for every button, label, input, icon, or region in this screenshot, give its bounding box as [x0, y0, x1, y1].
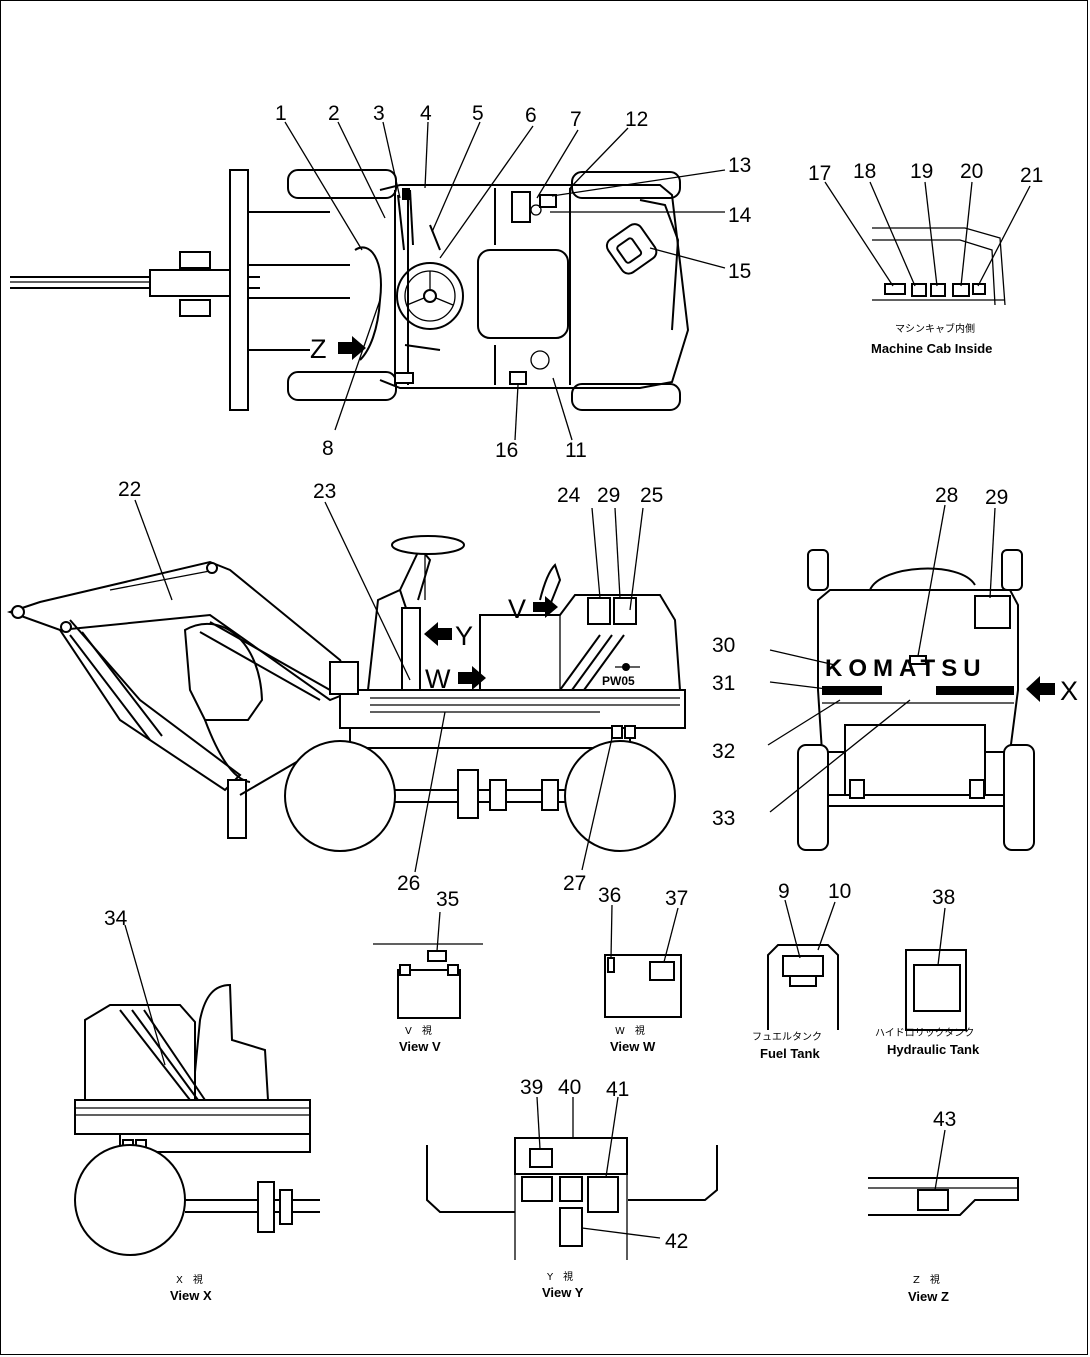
callout-43: 43	[933, 1108, 956, 1131]
callout-41: 41	[606, 1078, 629, 1101]
callout-28: 28	[935, 484, 958, 507]
callout-25: 25	[640, 484, 663, 507]
caption-view-y-jp: Y 視	[546, 1270, 573, 1283]
view-arrow-v-label: V	[508, 594, 526, 624]
callout-14: 14	[728, 204, 752, 227]
callout-18: 18	[853, 160, 876, 183]
callout-22: 22	[118, 478, 141, 501]
view-arrow-z-label: Z	[310, 334, 327, 364]
cab-inside-detail	[824, 181, 1031, 306]
rear-view-leaders	[767, 504, 996, 813]
caption-view-x-jp: X 視	[176, 1273, 203, 1286]
caption-cab: Machine Cab Inside	[871, 341, 992, 356]
hydraulic-tank-detail	[905, 907, 967, 1031]
callout-21: 21	[1020, 164, 1043, 187]
caption-hyd-jp: ハイドロリックタンク	[875, 1027, 974, 1039]
view-v-detail	[373, 911, 483, 1019]
callout-7: 7	[570, 108, 582, 131]
caption-cab-jp: マシンキャブ内側	[895, 322, 975, 335]
caption-view-w-jp: W 視	[615, 1024, 645, 1037]
callout-30: 30	[712, 634, 735, 657]
caption-view-y: View Y	[542, 1285, 584, 1300]
view-arrow-v: V	[508, 594, 558, 624]
view-y-detail	[426, 1096, 718, 1260]
callout-32: 32	[712, 740, 735, 763]
view-arrow-y-label: Y	[455, 621, 473, 651]
callout-27: 27	[563, 872, 586, 895]
callout-26: 26	[397, 872, 420, 895]
callout-15: 15	[728, 260, 751, 283]
callout-6: 6	[525, 104, 537, 127]
callout-36: 36	[598, 884, 621, 907]
callout-33: 33	[712, 807, 735, 830]
view-x-detail	[74, 924, 320, 1256]
callout-3: 3	[373, 102, 385, 125]
callout-39: 39	[520, 1076, 543, 1099]
caption-view-w: View W	[610, 1039, 656, 1054]
caption-hyd: Hydraulic Tank	[887, 1042, 980, 1057]
callout-10: 10	[828, 880, 851, 903]
side-view-leaders	[134, 499, 644, 873]
callout-29-rear: 29	[985, 486, 1008, 509]
callout-4: 4	[420, 102, 432, 125]
callout-8: 8	[322, 437, 334, 460]
view-arrow-x-label: X	[1060, 676, 1078, 706]
caption-view-z-jp: Z 視	[913, 1273, 940, 1286]
callout-17: 17	[808, 162, 831, 185]
view-arrow-z: Z	[310, 334, 366, 364]
callout-2: 2	[328, 102, 340, 125]
caption-fuel: Fuel Tank	[760, 1046, 820, 1061]
view-z-detail	[868, 1129, 1019, 1216]
side-model-label: PW05	[602, 674, 635, 688]
callout-1: 1	[275, 102, 287, 125]
callout-38: 38	[932, 886, 955, 909]
callout-5: 5	[472, 102, 484, 125]
callout-19: 19	[910, 160, 933, 183]
view-w-detail	[604, 904, 682, 1018]
top-view-machine	[10, 169, 690, 411]
side-view-machine: PW05	[6, 535, 686, 852]
callout-9: 9	[778, 880, 790, 903]
callout-29-side: 29	[597, 484, 620, 507]
fuel-tank-detail	[767, 899, 839, 1030]
view-arrow-x: X	[1026, 676, 1078, 706]
rear-view-machine: KOMATSU	[797, 549, 1035, 851]
caption-view-x: View X	[170, 1288, 212, 1303]
view-arrow-w: W	[425, 664, 486, 694]
callout-34: 34	[104, 907, 128, 930]
callout-13: 13	[728, 154, 751, 177]
top-view-leaders	[284, 121, 726, 441]
callout-24: 24	[557, 484, 581, 507]
callout-35: 35	[436, 888, 459, 911]
callout-11: 11	[565, 439, 587, 462]
callout-16: 16	[495, 439, 518, 462]
callout-20: 20	[960, 160, 983, 183]
caption-view-v-jp: V 視	[405, 1024, 432, 1037]
callout-23: 23	[313, 480, 336, 503]
callout-40: 40	[558, 1076, 581, 1099]
caption-view-v: View V	[399, 1039, 441, 1054]
view-arrow-y: Y	[424, 621, 473, 651]
view-arrow-w-label: W	[425, 664, 451, 694]
caption-view-z: View Z	[908, 1289, 949, 1304]
rear-brand-label: KOMATSU	[825, 655, 987, 682]
caption-fuel-jp: フュエルタンク	[752, 1031, 822, 1043]
callout-12: 12	[625, 108, 648, 131]
callout-31: 31	[712, 672, 735, 695]
callout-37: 37	[665, 887, 688, 910]
callout-42: 42	[665, 1230, 688, 1253]
